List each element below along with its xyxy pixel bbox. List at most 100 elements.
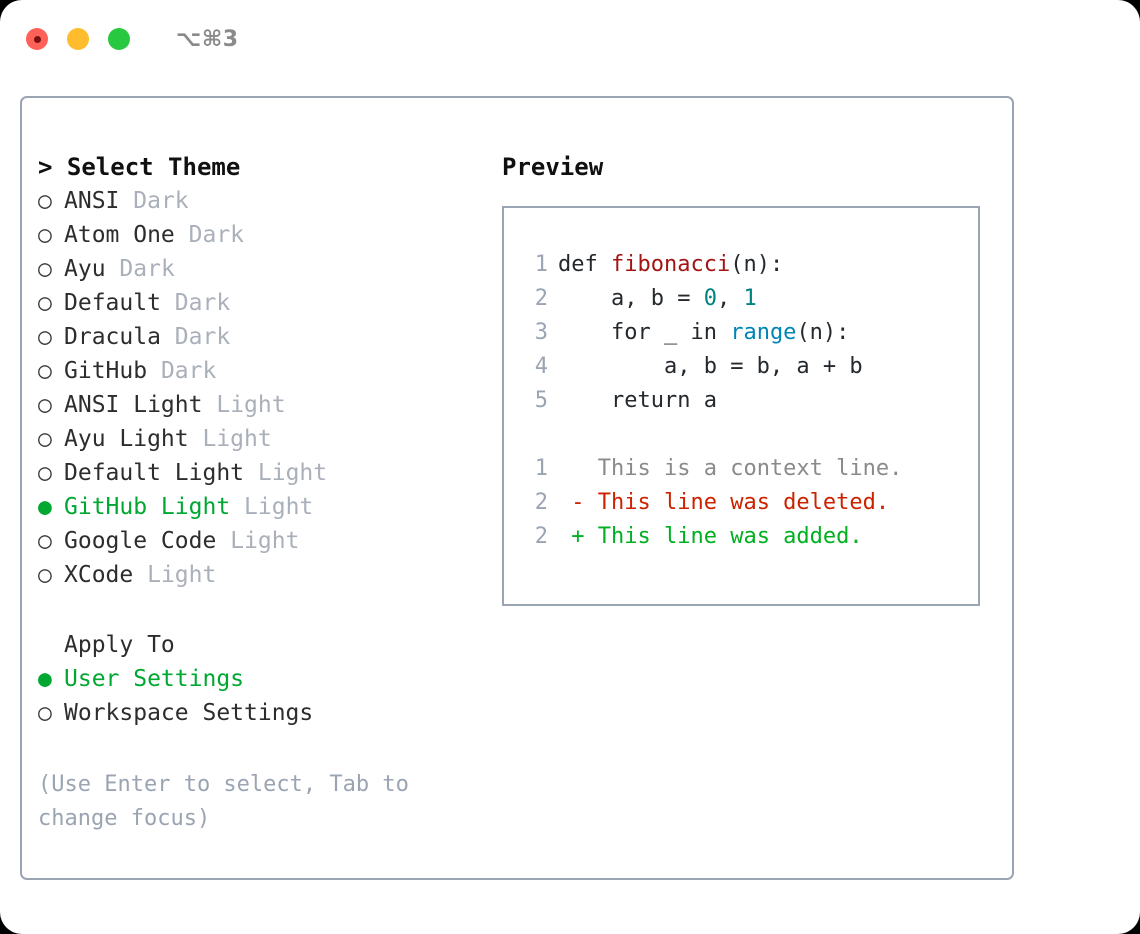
theme-option-tag: Light bbox=[244, 494, 314, 520]
theme-option-tag: Light bbox=[202, 426, 272, 452]
radio-unselected-icon: ○ bbox=[38, 222, 52, 248]
close-button[interactable] bbox=[26, 28, 48, 50]
radio-unselected-icon: ○ bbox=[38, 426, 52, 452]
diff-text: This is a context line. bbox=[597, 456, 903, 481]
theme-option-github[interactable]: ○ GitHub Dark bbox=[38, 354, 468, 388]
theme-option-default-light[interactable]: ○Default Light Light bbox=[38, 456, 468, 490]
theme-option-github-light[interactable]: ● GitHub Light Light bbox=[38, 490, 468, 524]
theme-option-ansi[interactable]: ○ ANSI Dark bbox=[38, 184, 468, 218]
theme-option-ayu[interactable]: ○Ayu Dark bbox=[38, 252, 468, 286]
theme-option-label: Ayu Light bbox=[64, 426, 189, 452]
radio-unselected-icon: ○ bbox=[38, 528, 52, 554]
theme-option-atom-one[interactable]: ○Atom One Dark bbox=[38, 218, 468, 252]
code-line: 4 a, b = b, a + b bbox=[524, 350, 978, 384]
theme-option-label: Default bbox=[64, 290, 161, 316]
theme-option-tag: Light bbox=[230, 528, 300, 554]
diff-line-added: 2 + This line was added. bbox=[524, 520, 978, 554]
line-number: 1 bbox=[534, 456, 548, 481]
code-token-plain: , bbox=[716, 286, 744, 311]
diff-sample: 1 This is a context line. 2 - This line w… bbox=[524, 452, 978, 554]
theme-option-label: GitHub bbox=[64, 358, 148, 384]
theme-option-tag: Dark bbox=[160, 358, 217, 384]
code-token-num: 0 bbox=[703, 286, 717, 311]
theme-option-ansi-light[interactable]: ○ ANSI Light Light bbox=[38, 388, 468, 422]
line-number: 1 bbox=[534, 252, 548, 277]
line-number: 3 bbox=[534, 320, 548, 345]
apply-to-list[interactable]: ● User Settings ○ Workspace Settings bbox=[38, 662, 468, 730]
diff-line-deleted: 2 - This line was deleted. bbox=[524, 486, 978, 520]
diff-sign bbox=[571, 456, 584, 481]
radio-unselected-icon: ○ bbox=[38, 700, 52, 726]
code-spacer bbox=[524, 418, 978, 452]
apply-to-heading: Apply To bbox=[64, 632, 175, 658]
code-line: 1 def fibonacci(n): bbox=[524, 248, 978, 282]
theme-option-google-code[interactable]: ○ Google Code Light bbox=[38, 524, 468, 558]
line-number: 2 bbox=[534, 286, 548, 311]
line-number: 2 bbox=[534, 490, 548, 515]
code-token-plain: a, b = bbox=[610, 286, 704, 311]
code-line: 5 return a bbox=[524, 384, 978, 418]
theme-option-label: XCode bbox=[64, 562, 134, 588]
theme-option-label: ANSI Light bbox=[64, 392, 203, 418]
diff-sign: - bbox=[571, 490, 585, 515]
apply-to-section: Apply To ● User Settings ○ Workspace Settin… bbox=[38, 628, 468, 730]
theme-option-tag: Light bbox=[147, 562, 217, 588]
minimize-button[interactable] bbox=[67, 28, 89, 50]
select-theme-heading: > Select Theme bbox=[38, 153, 241, 181]
radio-selected-icon: ● bbox=[38, 666, 52, 692]
theme-option-default[interactable]: ○Default Dark bbox=[38, 286, 468, 320]
line-number: 2 bbox=[534, 524, 548, 549]
line-number: 5 bbox=[534, 388, 548, 413]
line-number: 4 bbox=[534, 354, 548, 379]
apply-to-option-user-settings[interactable]: ● User Settings bbox=[38, 662, 468, 696]
theme-option-xcode[interactable]: ○ XCode Light bbox=[38, 558, 468, 592]
apply-to-option-label: Workspace Settings bbox=[64, 700, 314, 726]
panel-columns: > Select Theme ○ANSI Dark○Atom One Dark○… bbox=[22, 98, 1012, 878]
apply-to-option-workspace-settings[interactable]: ○ Workspace Settings bbox=[38, 696, 468, 730]
code-line: 3 for _ in range(n): bbox=[524, 316, 978, 350]
radio-unselected-icon: ○ bbox=[38, 358, 52, 384]
apply-to-option-label: User Settings bbox=[64, 666, 245, 692]
code-token-fn: fibonacci bbox=[610, 252, 731, 277]
code-token-plain: (n): bbox=[730, 252, 784, 277]
diff-text: This line was added. bbox=[597, 524, 863, 549]
radio-unselected-icon: ○ bbox=[38, 256, 52, 282]
code-token-plain: for _ in bbox=[610, 320, 731, 345]
theme-option-label: Ayu bbox=[64, 256, 106, 282]
code-token-plain: return a bbox=[610, 388, 717, 413]
code-token-plain: (n): bbox=[796, 320, 850, 345]
radio-unselected-icon: ○ bbox=[38, 188, 52, 214]
code-token-plain: def bbox=[558, 252, 611, 277]
theme-option-label: ANSI bbox=[64, 188, 120, 214]
theme-list[interactable]: ○ANSI Dark○Atom One Dark○Ayu Dark○Defaul… bbox=[38, 184, 468, 592]
code-token-plain: a, b = b, a + b bbox=[663, 354, 863, 379]
title-bar: ⌥⌘3 bbox=[0, 0, 1140, 78]
theme-option-dracula[interactable]: ○ Dracula Dark bbox=[38, 320, 468, 354]
radio-selected-icon: ● bbox=[38, 494, 52, 520]
maximize-button[interactable] bbox=[108, 28, 130, 50]
theme-option-label: Atom One bbox=[64, 222, 175, 248]
theme-option-ayu-light[interactable]: ○ Ayu Light Light bbox=[38, 422, 468, 456]
theme-option-tag: Dark bbox=[133, 188, 189, 214]
main-panel: > Select Theme ○ANSI Dark○Atom One Dark○… bbox=[20, 96, 1014, 880]
theme-option-label: GitHub Light bbox=[64, 494, 231, 520]
diff-text: This line was deleted. bbox=[597, 490, 890, 515]
keyboard-shortcut-label: ⌥⌘3 bbox=[176, 26, 239, 52]
theme-option-label: Google Code bbox=[64, 528, 217, 554]
code-line: 2 a, b = 0, 1 bbox=[524, 282, 978, 316]
radio-unselected-icon: ○ bbox=[38, 392, 52, 418]
diff-sign: + bbox=[571, 524, 585, 549]
theme-option-tag: Light bbox=[216, 392, 286, 418]
keyboard-hint: (Use Enter to select, Tab to change focu… bbox=[38, 772, 409, 831]
theme-option-label: Dracula bbox=[64, 324, 161, 350]
radio-unselected-icon: ○ bbox=[38, 290, 52, 316]
radio-unselected-icon: ○ bbox=[38, 562, 52, 588]
code-token-call: range bbox=[730, 320, 797, 345]
window-controls bbox=[26, 28, 130, 50]
radio-unselected-icon: ○ bbox=[38, 324, 52, 350]
theme-option-tag: Dark bbox=[174, 324, 231, 350]
